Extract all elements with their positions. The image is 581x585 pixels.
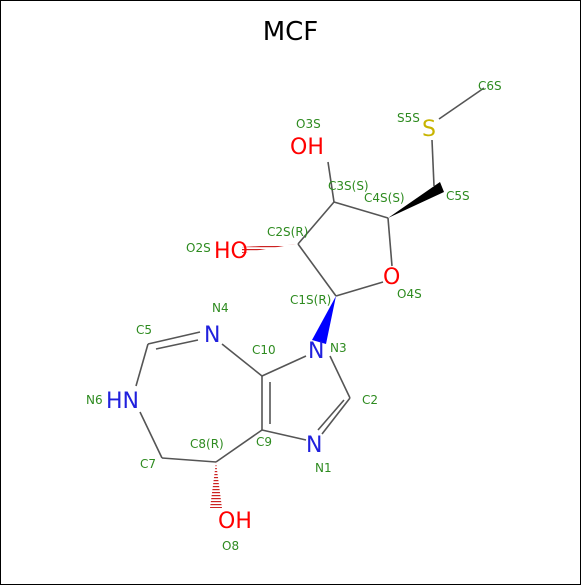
label-c3s: C3S(S) (328, 179, 369, 193)
atom-o4s: O (383, 265, 400, 290)
label-o2s: O2S (186, 241, 211, 255)
label-c8: C8(R) (190, 437, 224, 451)
atom-o8: OH (218, 509, 252, 534)
bond-o4s-c1s (335, 281, 384, 297)
bonds (135, 87, 485, 463)
bond-n3-c10 (261, 355, 307, 377)
bond-c2-n1-double (317, 399, 345, 431)
bond-c2-n1 (321, 397, 351, 435)
bond-n6-c7 (139, 411, 163, 459)
wedge-bond-c1s-n3 (312, 296, 336, 344)
hash-bond-c8-o8 (210, 462, 222, 508)
bond-c5-n6 (135, 343, 149, 387)
label-n6: N6 (86, 393, 103, 407)
atom-o2s: HO (214, 239, 248, 264)
label-n4: N4 (212, 301, 229, 315)
atom-n4: N (204, 323, 220, 348)
bond-n3-c2 (329, 355, 351, 399)
bond-c4s-o4s (387, 217, 393, 267)
bond-c3s-o3s (327, 161, 335, 203)
atom-n6: HN (106, 389, 139, 414)
bond-n4-c5-double (155, 339, 199, 350)
label-c5: C5 (136, 323, 152, 337)
atom-n1: N (306, 433, 322, 458)
label-s5s: S5S (397, 111, 420, 125)
bond-n1-c9 (261, 429, 307, 441)
bond-s5s-c6s (438, 87, 485, 120)
label-c9: C9 (256, 435, 272, 449)
bond-c8-c9 (215, 429, 263, 463)
atom-s5s: S (422, 117, 436, 142)
bond-c2s-c1s (297, 243, 337, 297)
bond-c7-c8 (161, 457, 217, 463)
label-c2: C2 (362, 393, 378, 407)
label-o3s: O3S (296, 117, 321, 131)
label-c2s: C2S(R) (267, 225, 308, 239)
wedge-bond-c4s-c5s (388, 182, 444, 218)
molecule-title: MCF (262, 17, 319, 47)
label-n3: N3 (330, 341, 347, 355)
label-c10: C10 (252, 343, 276, 357)
label-c5s: C5S (446, 189, 470, 203)
label-c4s: C4S(S) (364, 191, 405, 205)
bond-c5s-s5s (431, 139, 435, 187)
atom-o3s: OH (290, 135, 324, 160)
label-o4s: O4S (397, 287, 422, 301)
label-c6s: C6S (478, 79, 502, 93)
bond-c3s-c2s (297, 201, 335, 245)
bond-n4-c5 (147, 331, 201, 345)
bond-c3s-c4s (333, 201, 389, 219)
hash-bond-c2s-o2s (242, 244, 296, 253)
label-c7: C7 (140, 457, 156, 471)
label-c1s: C1S(R) (290, 293, 331, 307)
atom-n3: N (308, 339, 324, 364)
bond-c10-n4 (221, 343, 263, 377)
label-n1: N1 (315, 461, 332, 475)
label-o8: O8 (222, 539, 239, 553)
